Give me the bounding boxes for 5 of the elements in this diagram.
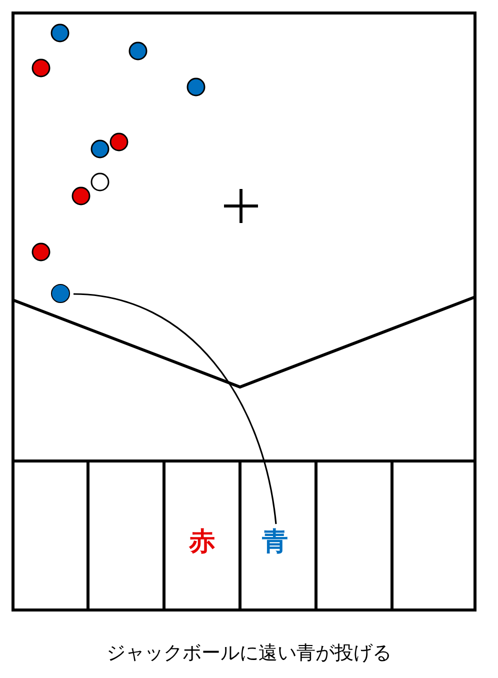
ball <box>50 284 70 302</box>
team-label: 青 <box>262 529 288 555</box>
throw-path <box>73 293 277 524</box>
team-label: 赤 <box>189 529 215 555</box>
caption: ジャックボールに遠い青が投げる <box>106 641 392 666</box>
